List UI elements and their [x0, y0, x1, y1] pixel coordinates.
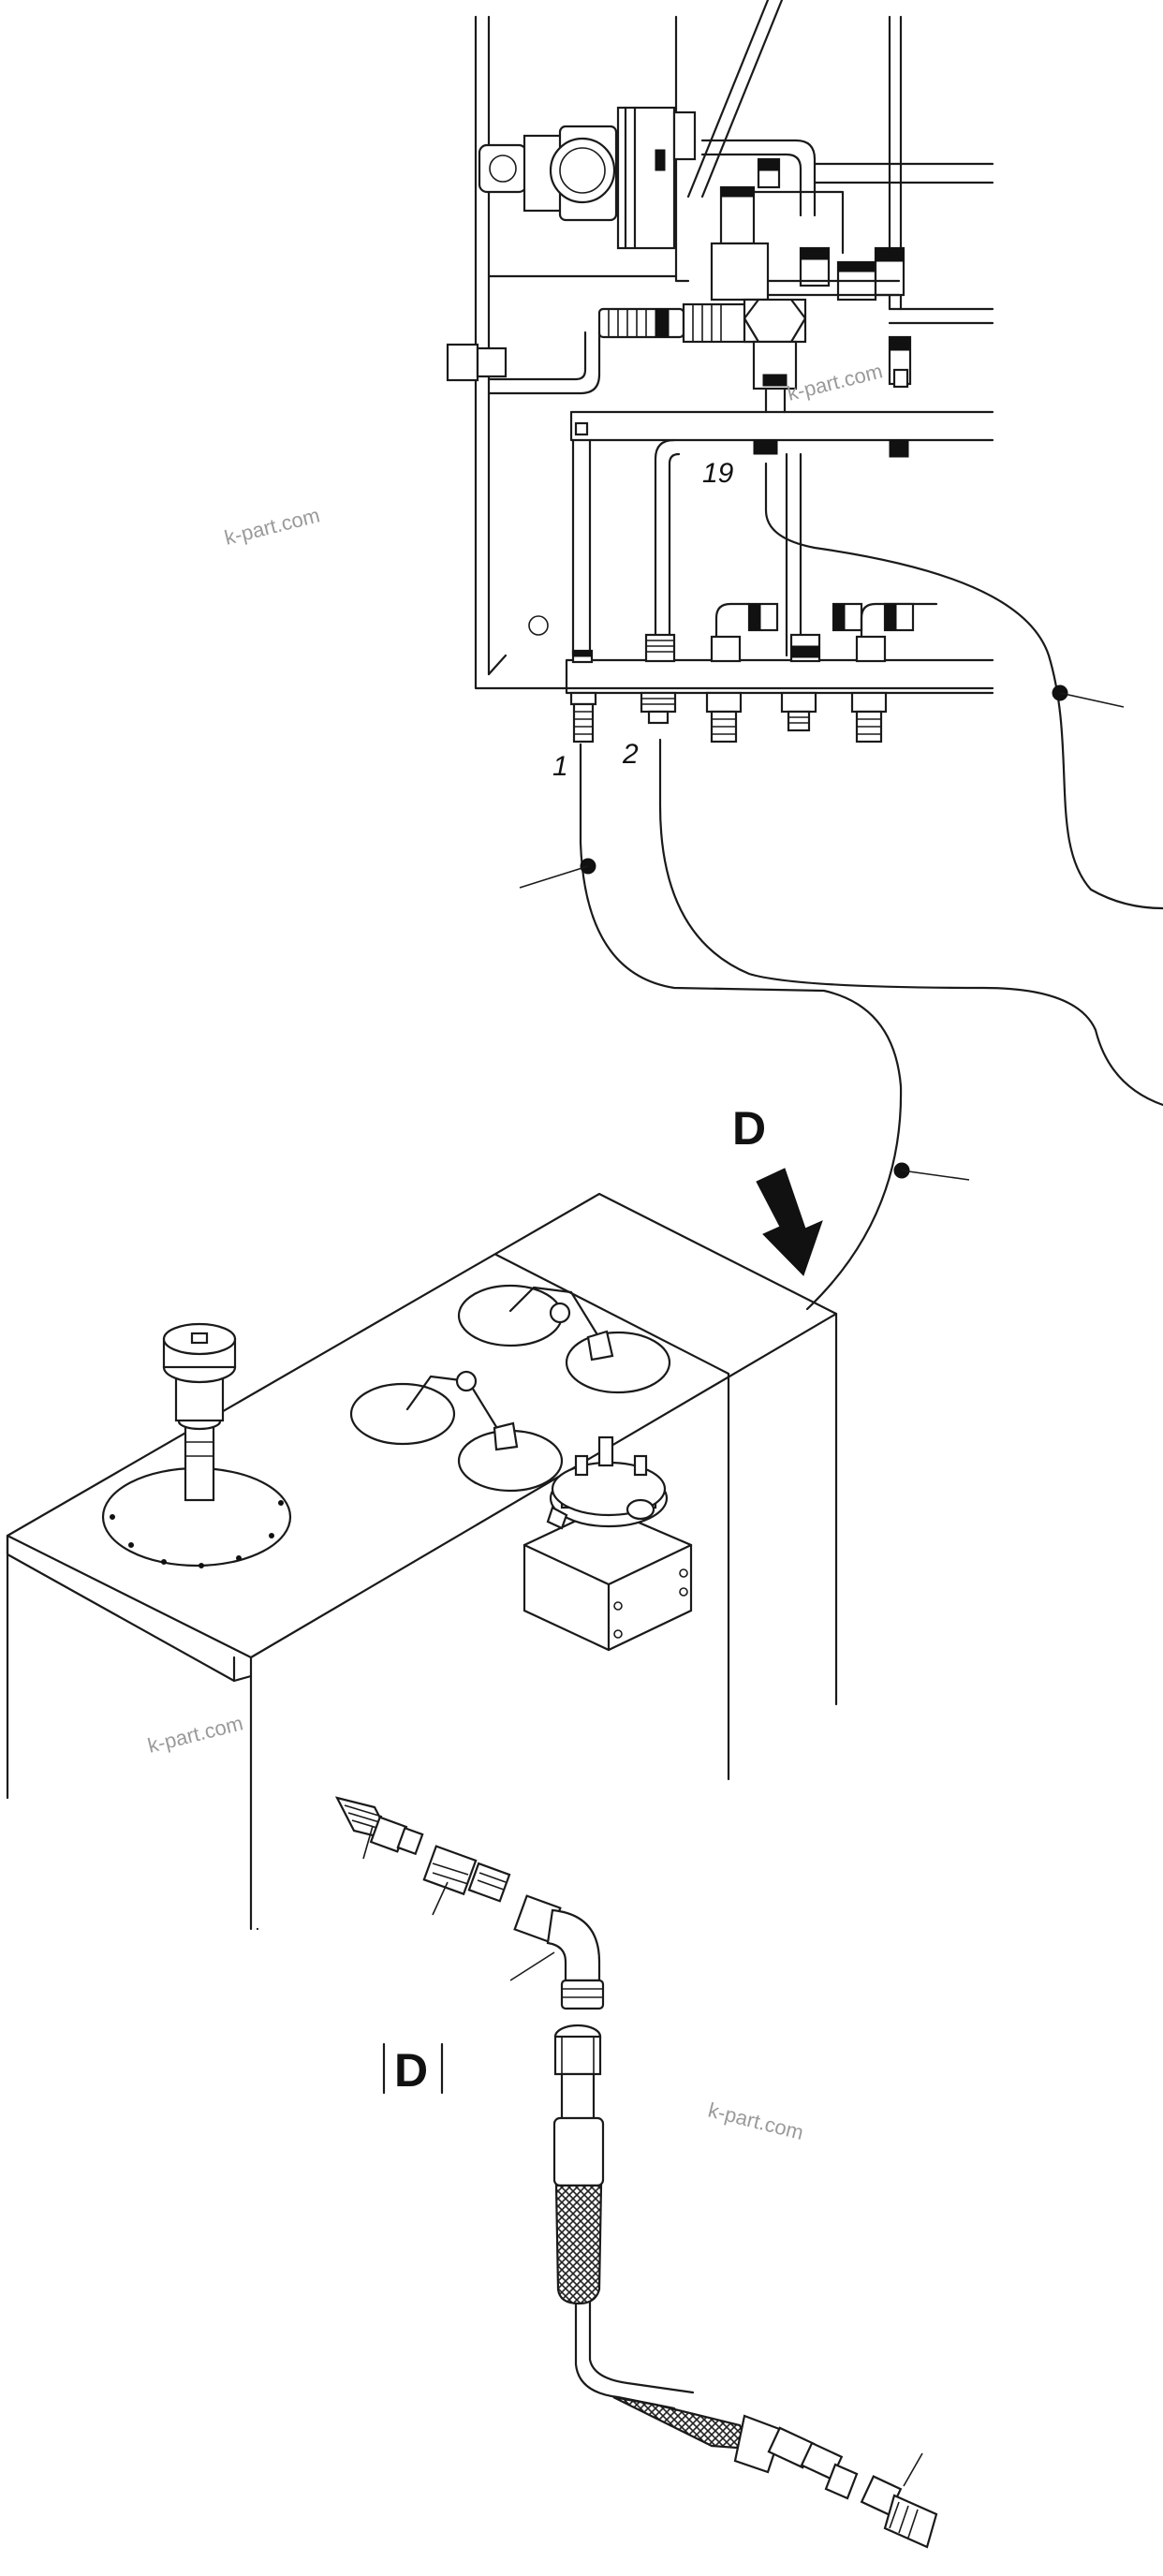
detail-d-assembly: D: [334, 1796, 938, 2549]
hose-end-bottom: [733, 2414, 859, 2500]
label-part-19: 19: [702, 458, 734, 489]
port-5: [850, 691, 888, 743]
bolt-hole: [528, 615, 549, 636]
watermark-text: k-part.com: [785, 359, 885, 405]
solenoid-valve: [478, 106, 697, 250]
fitting-nipple: [334, 1796, 424, 1856]
fitting-adapter: [422, 1845, 511, 1903]
detail-label-d: D: [394, 2044, 428, 2097]
port-1: [569, 691, 597, 743]
fitting-elbow: [513, 1894, 605, 2010]
tank: [6, 1192, 838, 1931]
lower-rail: [565, 602, 994, 743]
view-label-d: D: [732, 1102, 766, 1155]
filler-cap: [101, 1322, 292, 1568]
port-4: [780, 691, 817, 732]
fitting-nipple-bottom: [860, 2475, 938, 2549]
fittings-cluster: [597, 157, 912, 414]
upper-rail: [569, 410, 994, 458]
port-2: [640, 691, 677, 725]
watermark-text: k-part.com: [222, 503, 322, 549]
hose-end-top: [552, 2024, 605, 2187]
tank-lid-plates: [349, 1284, 671, 1493]
watermark-text: k-part.com: [145, 1711, 245, 1757]
label-part-1: 1: [552, 751, 568, 782]
valve-panel: [446, 0, 994, 743]
braided-hose-upper: [554, 2184, 603, 2305]
hose-lines: [519, 462, 1163, 1311]
braided-hose-lower: [612, 2395, 751, 2451]
view-arrow-icon: [756, 1168, 823, 1276]
fuel-sender-unit: [523, 1435, 693, 1652]
label-part-2: 2: [622, 739, 639, 770]
port-3: [705, 691, 743, 743]
watermark-text: k-part.com: [706, 2098, 806, 2144]
